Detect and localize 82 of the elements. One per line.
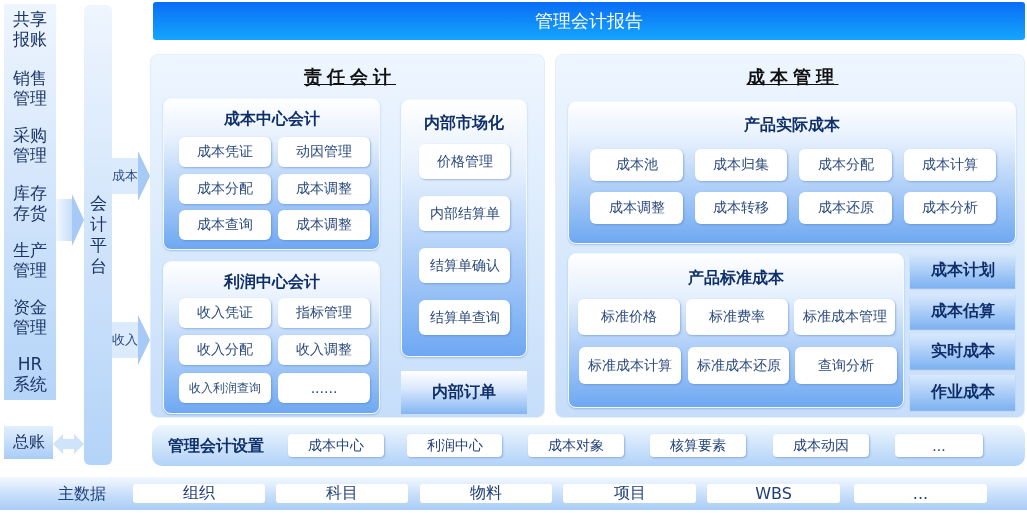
function-box: ...... <box>278 373 370 403</box>
function-box: 成本分析 <box>904 192 996 224</box>
panel-title: 成本管理 <box>745 65 839 89</box>
function-box: 结算单确认 <box>419 248 510 283</box>
group-panel <box>163 98 380 250</box>
function-box: 成本计算 <box>904 149 996 181</box>
block-arrow <box>112 151 150 201</box>
function-box: 标准成本计算 <box>579 347 681 384</box>
block-arrow <box>112 315 150 365</box>
group-title: 产品标准成本 <box>688 267 784 289</box>
module-box: 作业成本 <box>910 375 1015 410</box>
function-box: 收入凭证 <box>179 298 271 328</box>
system-panel <box>4 4 56 400</box>
settings-band <box>152 425 1025 466</box>
function-box: 成本分配 <box>799 149 892 181</box>
function-box: 价格管理 <box>419 144 510 179</box>
system-label: 库存存货 <box>12 183 48 223</box>
edge-label: 成本 <box>112 168 138 184</box>
setting-box: 利润中心 <box>407 434 502 457</box>
ledger-box: 总账 <box>4 426 53 459</box>
group-panel <box>568 101 1016 244</box>
system-label: 销售管理 <box>12 68 48 108</box>
function-box: 成本归集 <box>695 149 787 181</box>
module-panel <box>150 54 545 418</box>
double-arrow <box>53 434 84 454</box>
function-box: 成本调整 <box>278 210 370 240</box>
function-box: 成本查询 <box>179 210 271 240</box>
master-data-band <box>0 477 1027 510</box>
data-box: 科目 <box>276 484 408 503</box>
function-box: 成本池 <box>590 149 683 181</box>
system-label: 资金管理 <box>12 297 48 337</box>
data-box: 物料 <box>420 484 552 503</box>
module-box: 成本计划 <box>910 253 1015 288</box>
function-box: 收入利润查询 <box>179 373 271 403</box>
group-panel <box>401 99 527 357</box>
setting-box: ... <box>895 434 983 457</box>
function-box: 标准成本管理 <box>794 299 895 335</box>
data-box: WBS <box>707 484 840 503</box>
module-box: 内部订单 <box>401 371 527 414</box>
setting-box: 成本中心 <box>288 434 384 457</box>
platform-bar: 会计平台 <box>84 5 112 465</box>
data-box: ... <box>854 484 987 503</box>
data-box: 组织 <box>133 484 265 503</box>
group-title: 产品实际成本 <box>744 114 840 136</box>
function-box: 标准成本还原 <box>688 347 789 384</box>
function-box: 成本调整 <box>590 192 683 224</box>
group-panel <box>568 253 904 408</box>
group-title: 利润中心会计 <box>223 271 320 293</box>
module-panel <box>555 54 1025 418</box>
setting-box: 成本对象 <box>528 434 624 457</box>
function-box: 收入分配 <box>179 335 271 365</box>
function-box: 标准价格 <box>578 299 680 335</box>
function-box: 查询分析 <box>795 347 897 384</box>
function-box: 收入调整 <box>278 335 370 365</box>
block-arrow <box>56 194 84 246</box>
system-label: 共享报账 <box>12 9 48 49</box>
system-label: 采购管理 <box>12 125 48 165</box>
band-title: 主数据 <box>58 482 106 505</box>
function-box: 指标管理 <box>278 298 370 328</box>
function-box: 结算单查询 <box>419 300 510 335</box>
edge-label: 收入 <box>112 332 138 348</box>
group-panel <box>163 261 380 414</box>
function-box: 成本凭证 <box>179 137 271 167</box>
panel-title: 责任会计 <box>303 65 396 89</box>
function-box: 成本还原 <box>799 192 892 224</box>
function-box: 标准费率 <box>686 299 788 335</box>
function-box: 内部结算单 <box>419 196 510 231</box>
group-title: 成本中心会计 <box>223 108 320 130</box>
function-box: 成本转移 <box>695 192 787 224</box>
band-title: 管理会计设置 <box>168 434 264 457</box>
function-box: 动因管理 <box>278 137 370 167</box>
module-box: 成本估算 <box>910 294 1015 329</box>
data-box: 项目 <box>563 484 696 503</box>
function-box: 成本调整 <box>278 174 370 204</box>
module-box: 实时成本 <box>910 334 1015 369</box>
system-label: HR系统 <box>12 354 48 394</box>
setting-box: 核算要素 <box>650 434 746 457</box>
setting-box: 成本动因 <box>773 434 869 457</box>
group-title: 内部市场化 <box>424 112 504 134</box>
function-box: 成本分配 <box>179 174 271 204</box>
report-banner: 管理会计报告 <box>153 2 1025 40</box>
system-label: 生产管理 <box>12 240 48 280</box>
